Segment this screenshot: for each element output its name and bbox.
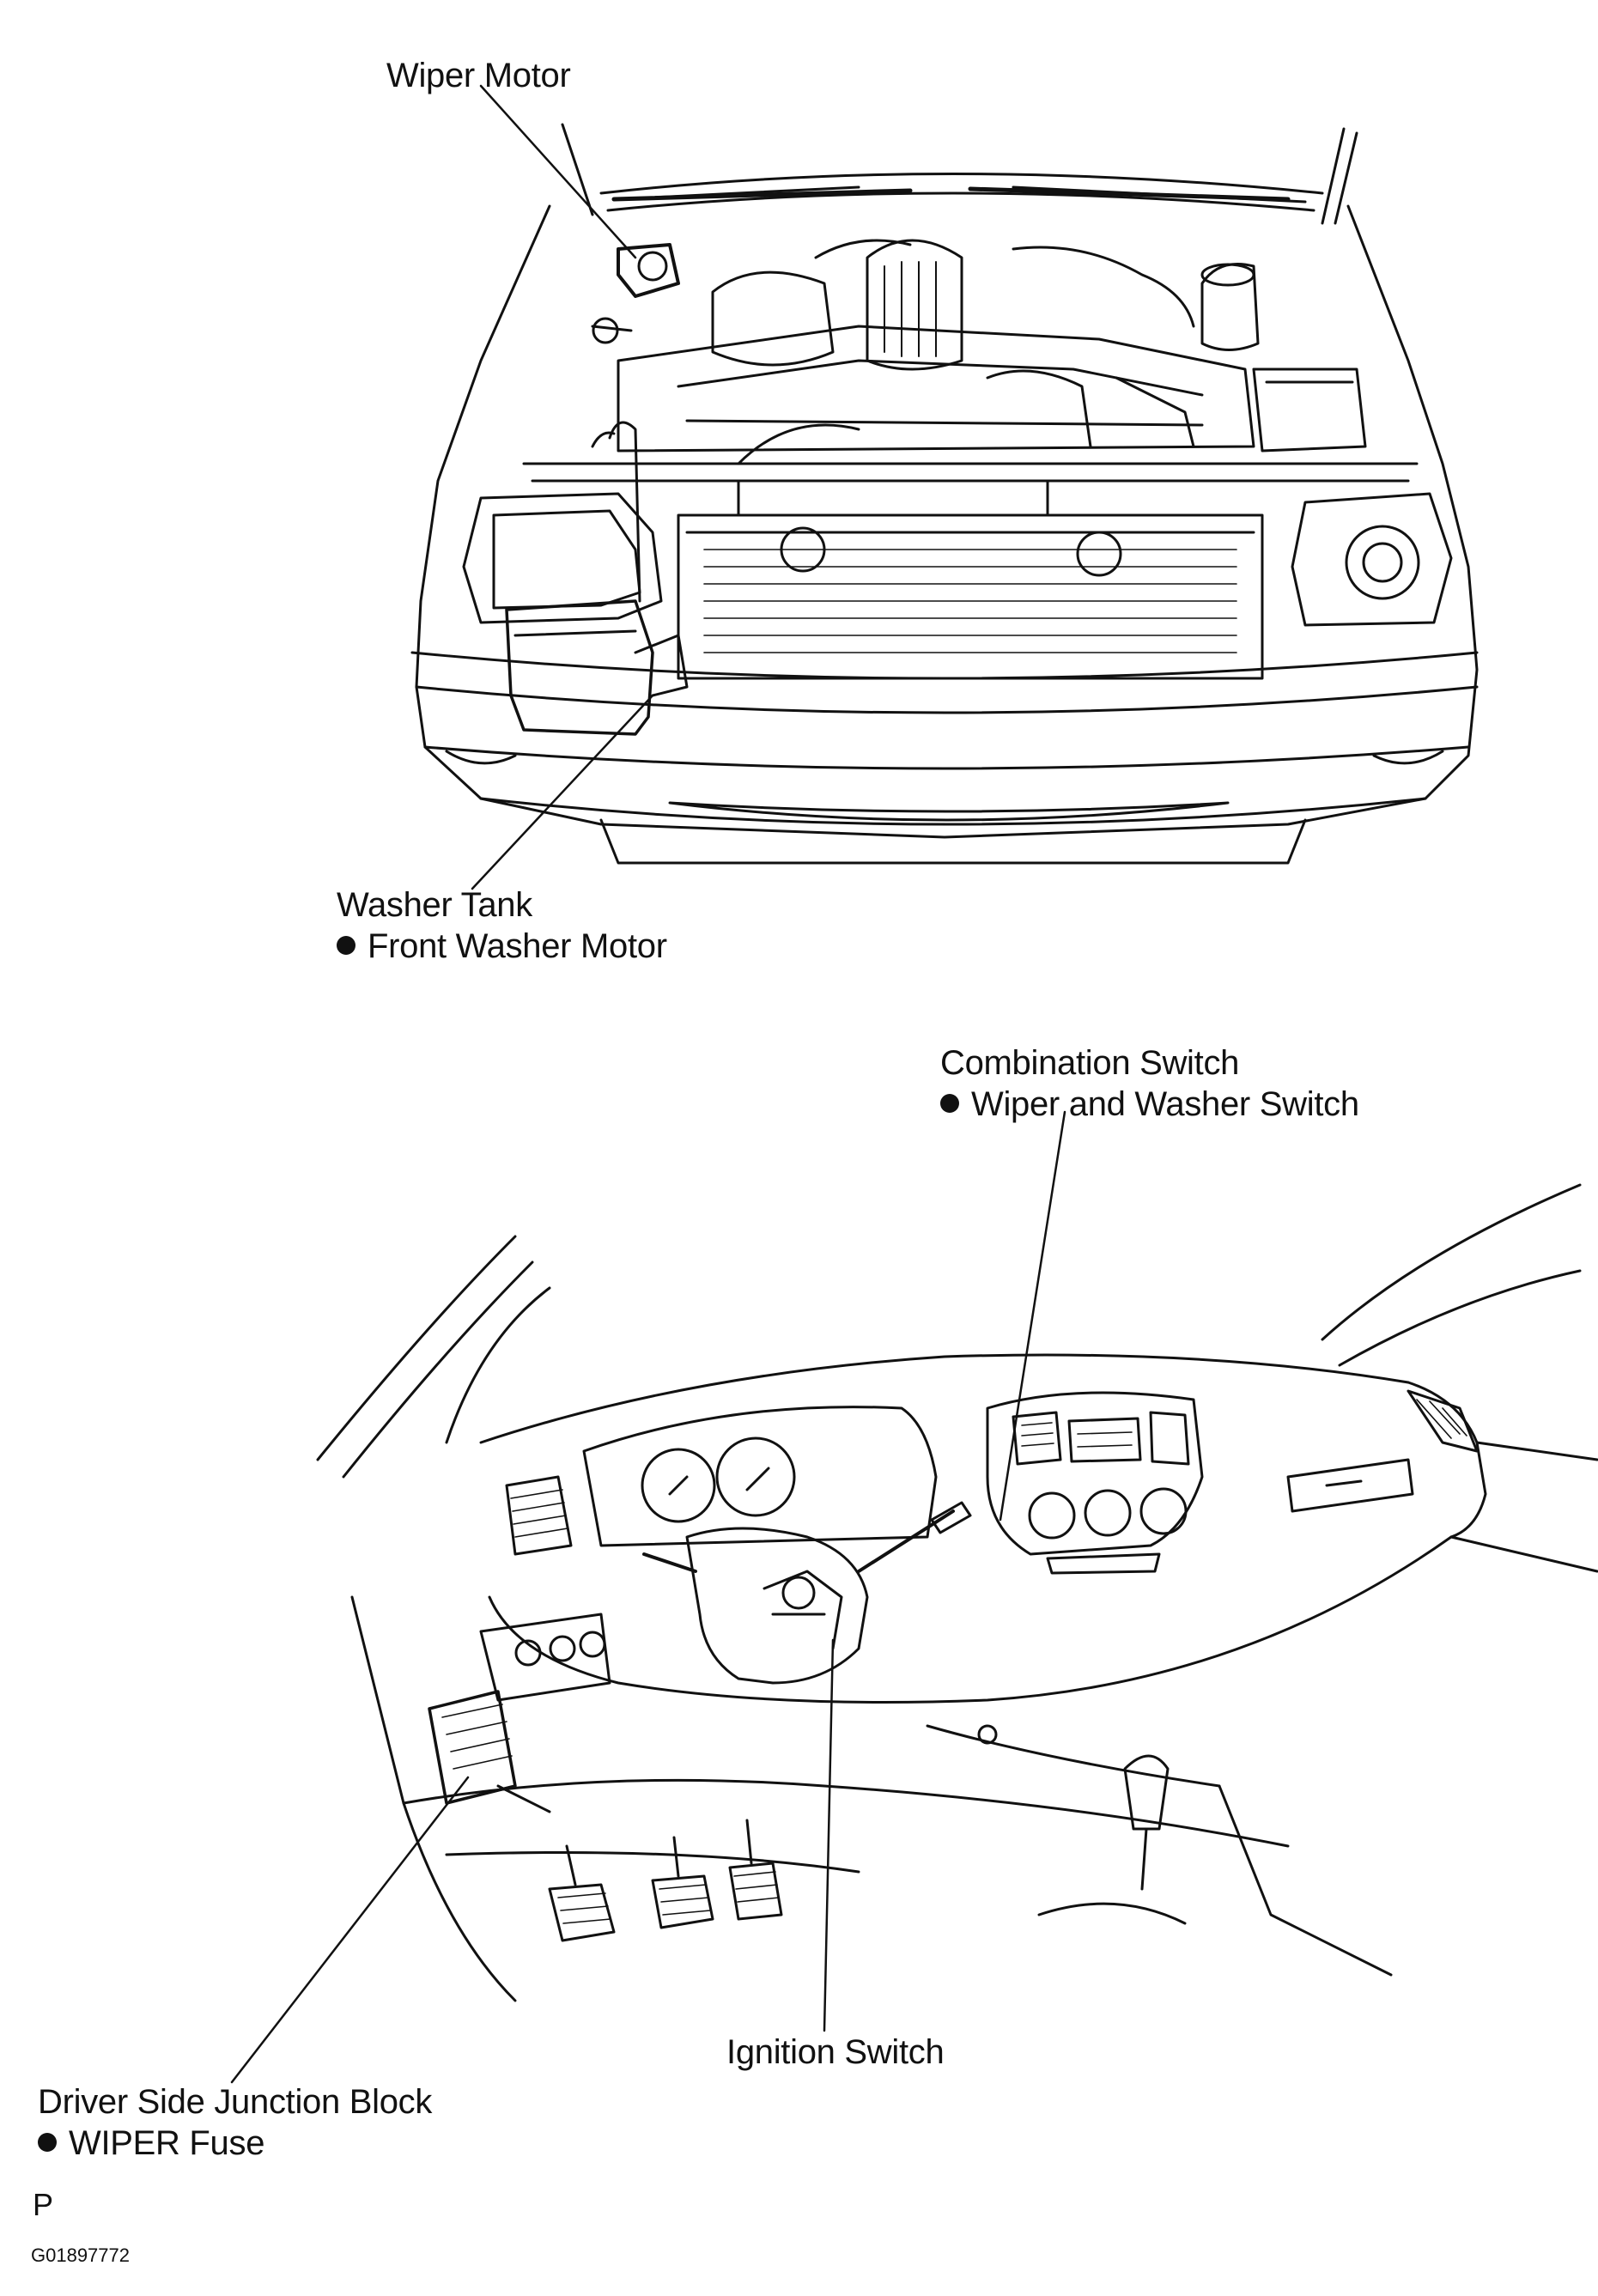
bullet-icon [337,936,355,955]
leader-combination-switch [999,1110,1066,1522]
label-wiper-washer-switch: Wiper and Washer Switch [940,1084,1359,1125]
label-washer-tank: Washer Tank [337,886,532,924]
footer-marker: P [33,2187,54,2222]
bullet-icon [940,1094,959,1113]
figure-id: G01897772 [31,2244,130,2266]
leader-washer-tank [471,694,654,890]
label-junction-block: Driver Side Junction Block [38,2083,433,2121]
label-wiper-fuse-text: WIPER Fuse [69,2124,265,2162]
label-combination-switch: Combination Switch [940,1044,1240,1082]
label-wiper-fuse: WIPER Fuse [38,2123,264,2164]
leader-wiper-motor [479,84,637,259]
leader-junction-block [230,1776,470,2084]
engine-bay-illustration [410,123,1479,865]
leader-lines [230,84,1066,2084]
bullet-icon [38,2133,57,2152]
label-wiper-motor: Wiper Motor [386,57,571,94]
leader-ignition-switch [823,1638,835,2032]
label-front-washer-motor: Front Washer Motor [337,926,667,967]
label-front-washer-motor-text: Front Washer Motor [368,927,667,965]
dashboard-illustration [316,1183,1598,2002]
label-ignition-switch: Ignition Switch [726,2033,945,2071]
label-wiper-washer-switch-text: Wiper and Washer Switch [971,1085,1359,1123]
